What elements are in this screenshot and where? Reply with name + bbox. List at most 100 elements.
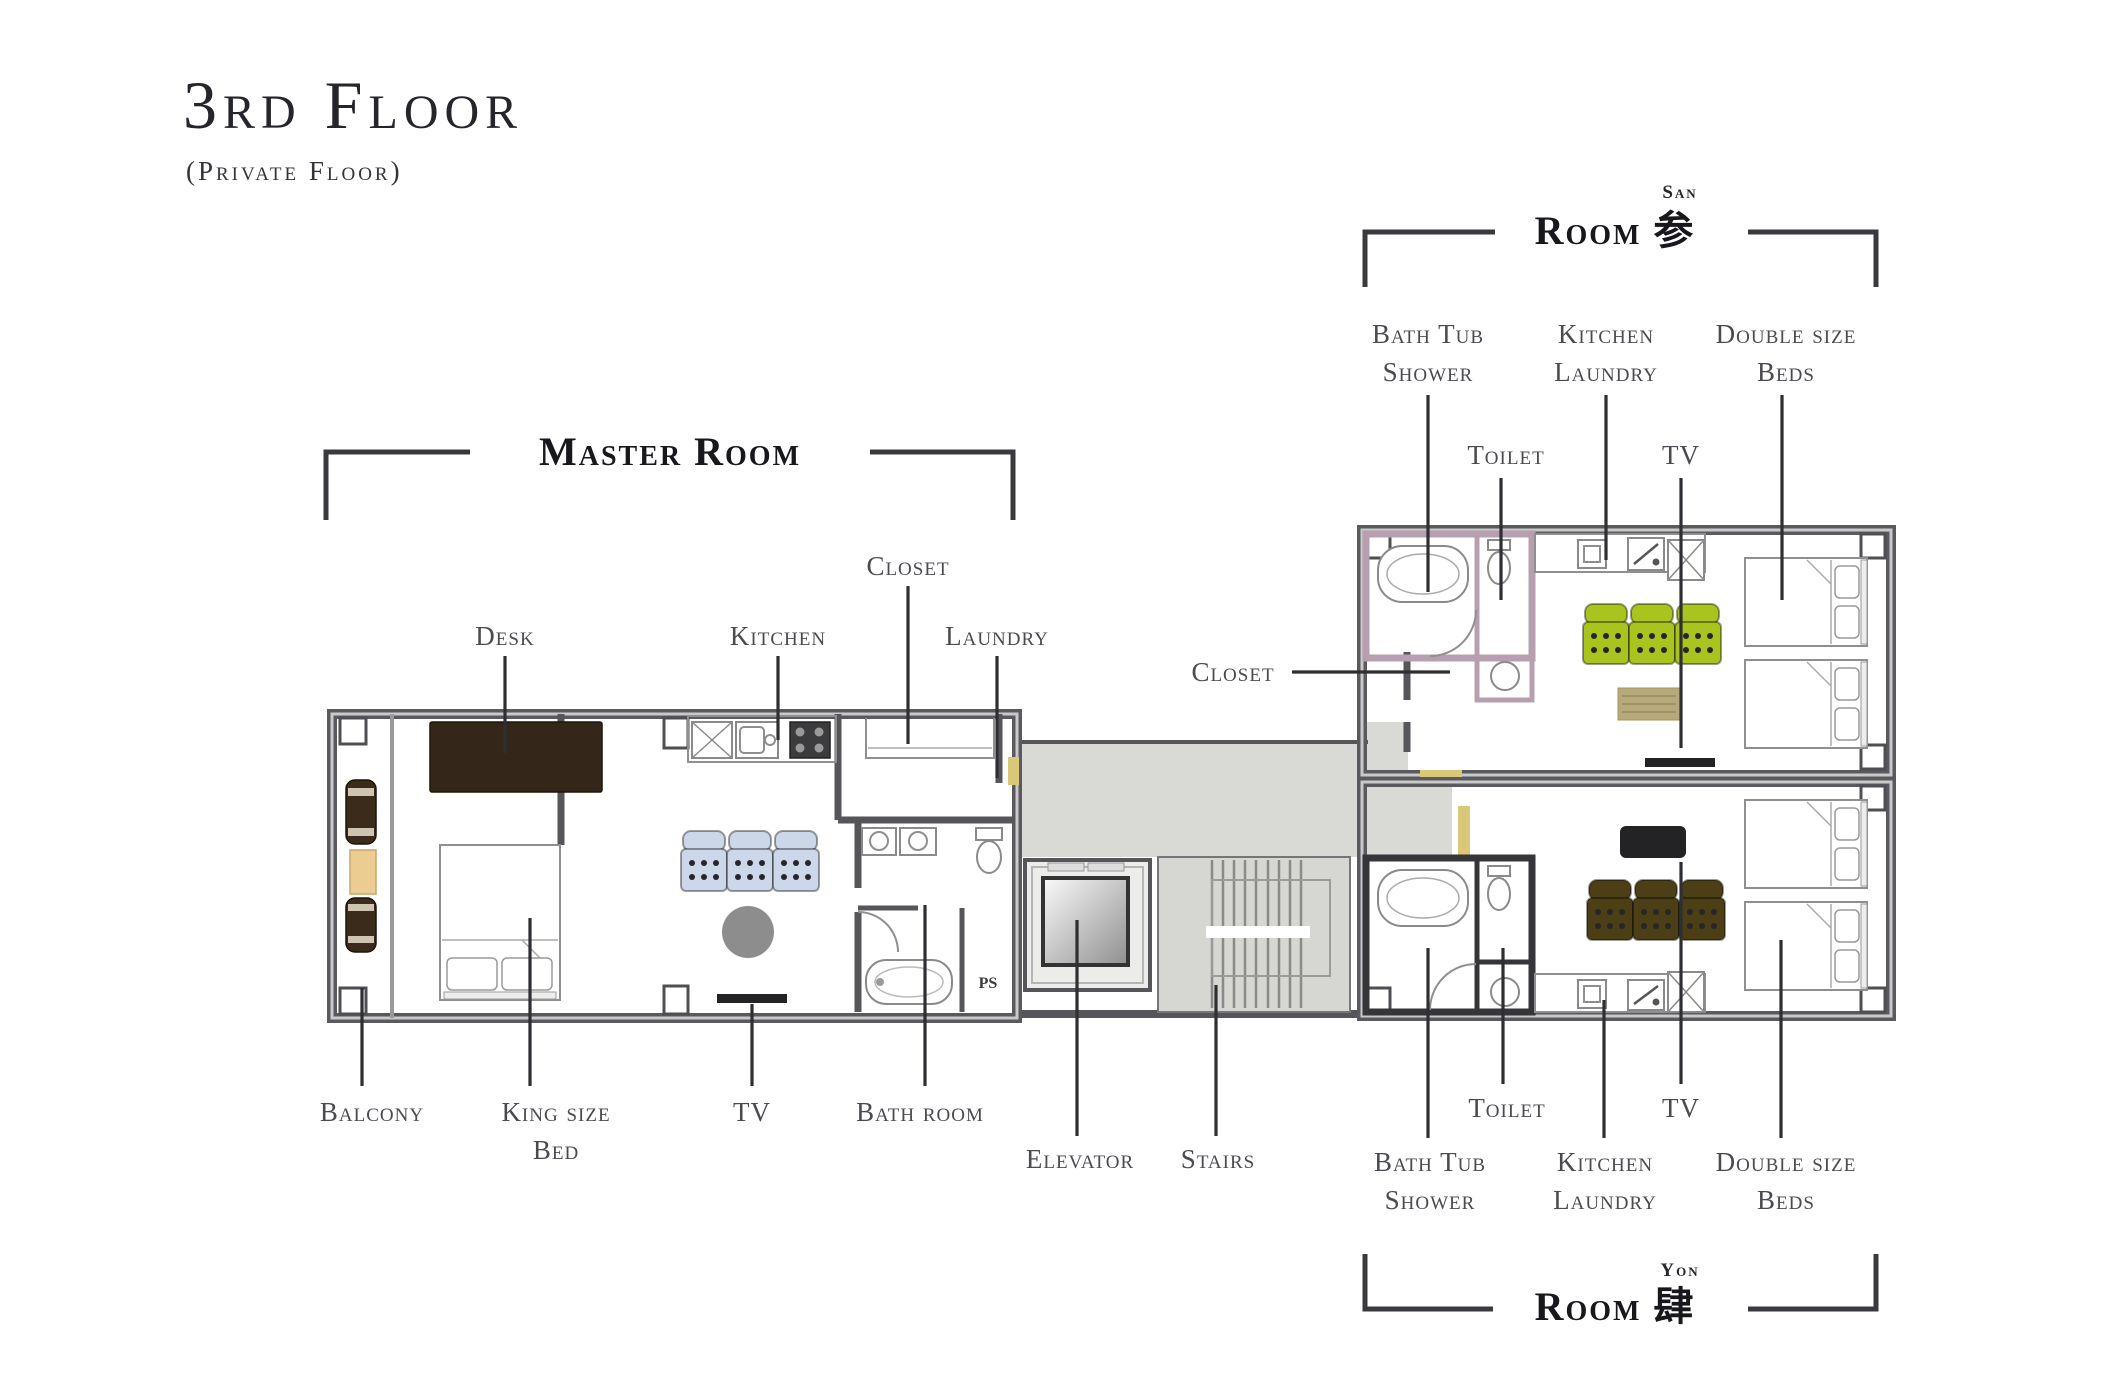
- double-bed-icon: [1744, 557, 1868, 647]
- yon-tv-label: TV: [1662, 1093, 1700, 1123]
- yon-bath-door-arc: [1429, 963, 1477, 1011]
- san-tv-icon: [1645, 758, 1715, 767]
- yon-kitchen-laundry-label-line2: Laundry: [1553, 1185, 1657, 1215]
- san-bracket-right: [1748, 229, 1879, 287]
- round-table-icon: [722, 906, 774, 958]
- master-entry-door: [1008, 757, 1019, 785]
- master-room-header: Master Room: [323, 429, 1016, 520]
- balcony-table-icon: [349, 849, 377, 895]
- stairs-label: Stairs: [1181, 1144, 1255, 1174]
- desk-label: Desk: [475, 621, 534, 651]
- washer-icon: [1627, 537, 1665, 571]
- double-bed-icon: [1744, 659, 1868, 749]
- yon-sofa-icon: [1586, 879, 1726, 941]
- page-title: 3rd Floor: [183, 67, 523, 143]
- desk-icon: [429, 721, 603, 793]
- room-san-title: Room 参: [1535, 208, 1696, 253]
- san-kitchen-laundry-label-line2: Laundry: [1554, 357, 1658, 387]
- master-bathroom: PS: [861, 827, 1003, 1005]
- cabinet-x-icon: [1667, 539, 1705, 581]
- balcony-label: Balcony: [320, 1097, 424, 1127]
- double-bed-icon: [1744, 799, 1868, 889]
- master-bracket-left: [323, 449, 470, 520]
- room-san-header: San Room 参: [1362, 182, 1879, 287]
- bathroom-door-arc: [857, 911, 899, 953]
- king-bed-icon: [439, 844, 561, 1001]
- bathtub-icon: [1377, 545, 1469, 603]
- chair-arm: [348, 788, 374, 796]
- bathtub-icon: [865, 959, 953, 1005]
- laundry-label: Laundry: [945, 621, 1049, 651]
- chair-arm: [348, 904, 374, 911]
- king-size-bed-label-line2: Bed: [533, 1135, 579, 1165]
- yon-entry-door: [1458, 806, 1470, 855]
- sink-icon: [899, 827, 937, 856]
- san-kitchen-laundry-label-line1: Kitchen: [1558, 319, 1654, 349]
- plan-labels: Desk Kitchen Closet Laundry Balcony King…: [320, 319, 1855, 1215]
- master-sofa-icon: [680, 830, 820, 892]
- room-yon-walls: [1357, 777, 1896, 1021]
- san-kitchen: [1534, 533, 1706, 581]
- san-entry-area: [1364, 722, 1408, 774]
- bathtub-icon: [1377, 869, 1469, 927]
- yon-romaji: Yon: [1660, 1260, 1699, 1281]
- san-double-beds-label-line2: Beds: [1757, 357, 1815, 387]
- yon-bath-fixtures: [1377, 865, 1520, 1011]
- elevator-shaft: [1023, 858, 1152, 992]
- master-tv-icon: [717, 994, 787, 1003]
- kitchen-label: Kitchen: [730, 621, 826, 651]
- san-closet-label: Closet: [1191, 657, 1274, 687]
- appliance-icon: [1577, 539, 1607, 569]
- room-yon-title: Room 肆: [1535, 1284, 1696, 1329]
- room-yon-header: Yon Room 肆: [1362, 1254, 1879, 1329]
- closet-label: Closet: [866, 551, 949, 581]
- yon-tv-icon: [1620, 826, 1686, 858]
- master-room-walls: [327, 709, 1022, 1023]
- balcony-furniture: [345, 779, 377, 953]
- cabinet-x-icon: [691, 721, 733, 759]
- chair-arm: [348, 828, 374, 836]
- cabinet-x-icon: [1667, 971, 1705, 1013]
- yon-kitchen-laundry-label-line1: Kitchen: [1557, 1147, 1653, 1177]
- sink-icon: [861, 827, 897, 856]
- king-size-bed-label-line1: King size: [501, 1097, 610, 1127]
- yon-bathroom: [1362, 854, 1536, 1016]
- san-bath-tub-label-line2: Shower: [1383, 357, 1474, 387]
- san-toilet-label: Toilet: [1467, 440, 1544, 470]
- hallway-area: [1022, 744, 1452, 857]
- master-room-title: Master Room: [539, 429, 801, 474]
- yon-toilet-label: Toilet: [1468, 1093, 1545, 1123]
- round-sink-icon: [1490, 977, 1520, 1007]
- leader-lines: [360, 395, 1784, 1138]
- stove-icon: [789, 721, 831, 759]
- master-kitchen: [687, 715, 837, 763]
- washer-icon: [1627, 979, 1665, 1011]
- staircase: [1157, 856, 1351, 1013]
- yon-kitchen: [1534, 971, 1706, 1013]
- san-bathroom: [1362, 530, 1536, 703]
- san-entry-door: [1420, 770, 1462, 780]
- yon-bath-tub-label-line2: Shower: [1385, 1185, 1476, 1215]
- master-closet: [865, 718, 995, 759]
- double-bed-icon: [1744, 901, 1868, 991]
- page-subtitle: (Private Floor): [186, 156, 403, 186]
- chair-arm: [348, 936, 374, 943]
- kitchen-sink-icon: [735, 721, 779, 759]
- san-tv-label: TV: [1662, 440, 1700, 470]
- yon-bracket-left: [1362, 1254, 1493, 1312]
- master-tv-label: TV: [733, 1097, 771, 1127]
- elevator-label: Elevator: [1026, 1144, 1134, 1174]
- san-bracket-left: [1362, 229, 1495, 287]
- stair-landing: [1206, 926, 1310, 938]
- bath-room-label: Bath room: [856, 1097, 984, 1127]
- ps-label: PS: [979, 975, 998, 992]
- elevator-cab: [1041, 876, 1130, 967]
- yon-double-beds-label-line2: Beds: [1757, 1185, 1815, 1215]
- kitchen-counter: [687, 715, 837, 763]
- san-bath-tub-label-line1: Bath Tub: [1372, 319, 1484, 349]
- yon-bath-tub-label-line1: Bath Tub: [1374, 1147, 1486, 1177]
- san-bath-door-arc: [1429, 609, 1477, 657]
- toilet-icon: [1487, 539, 1511, 585]
